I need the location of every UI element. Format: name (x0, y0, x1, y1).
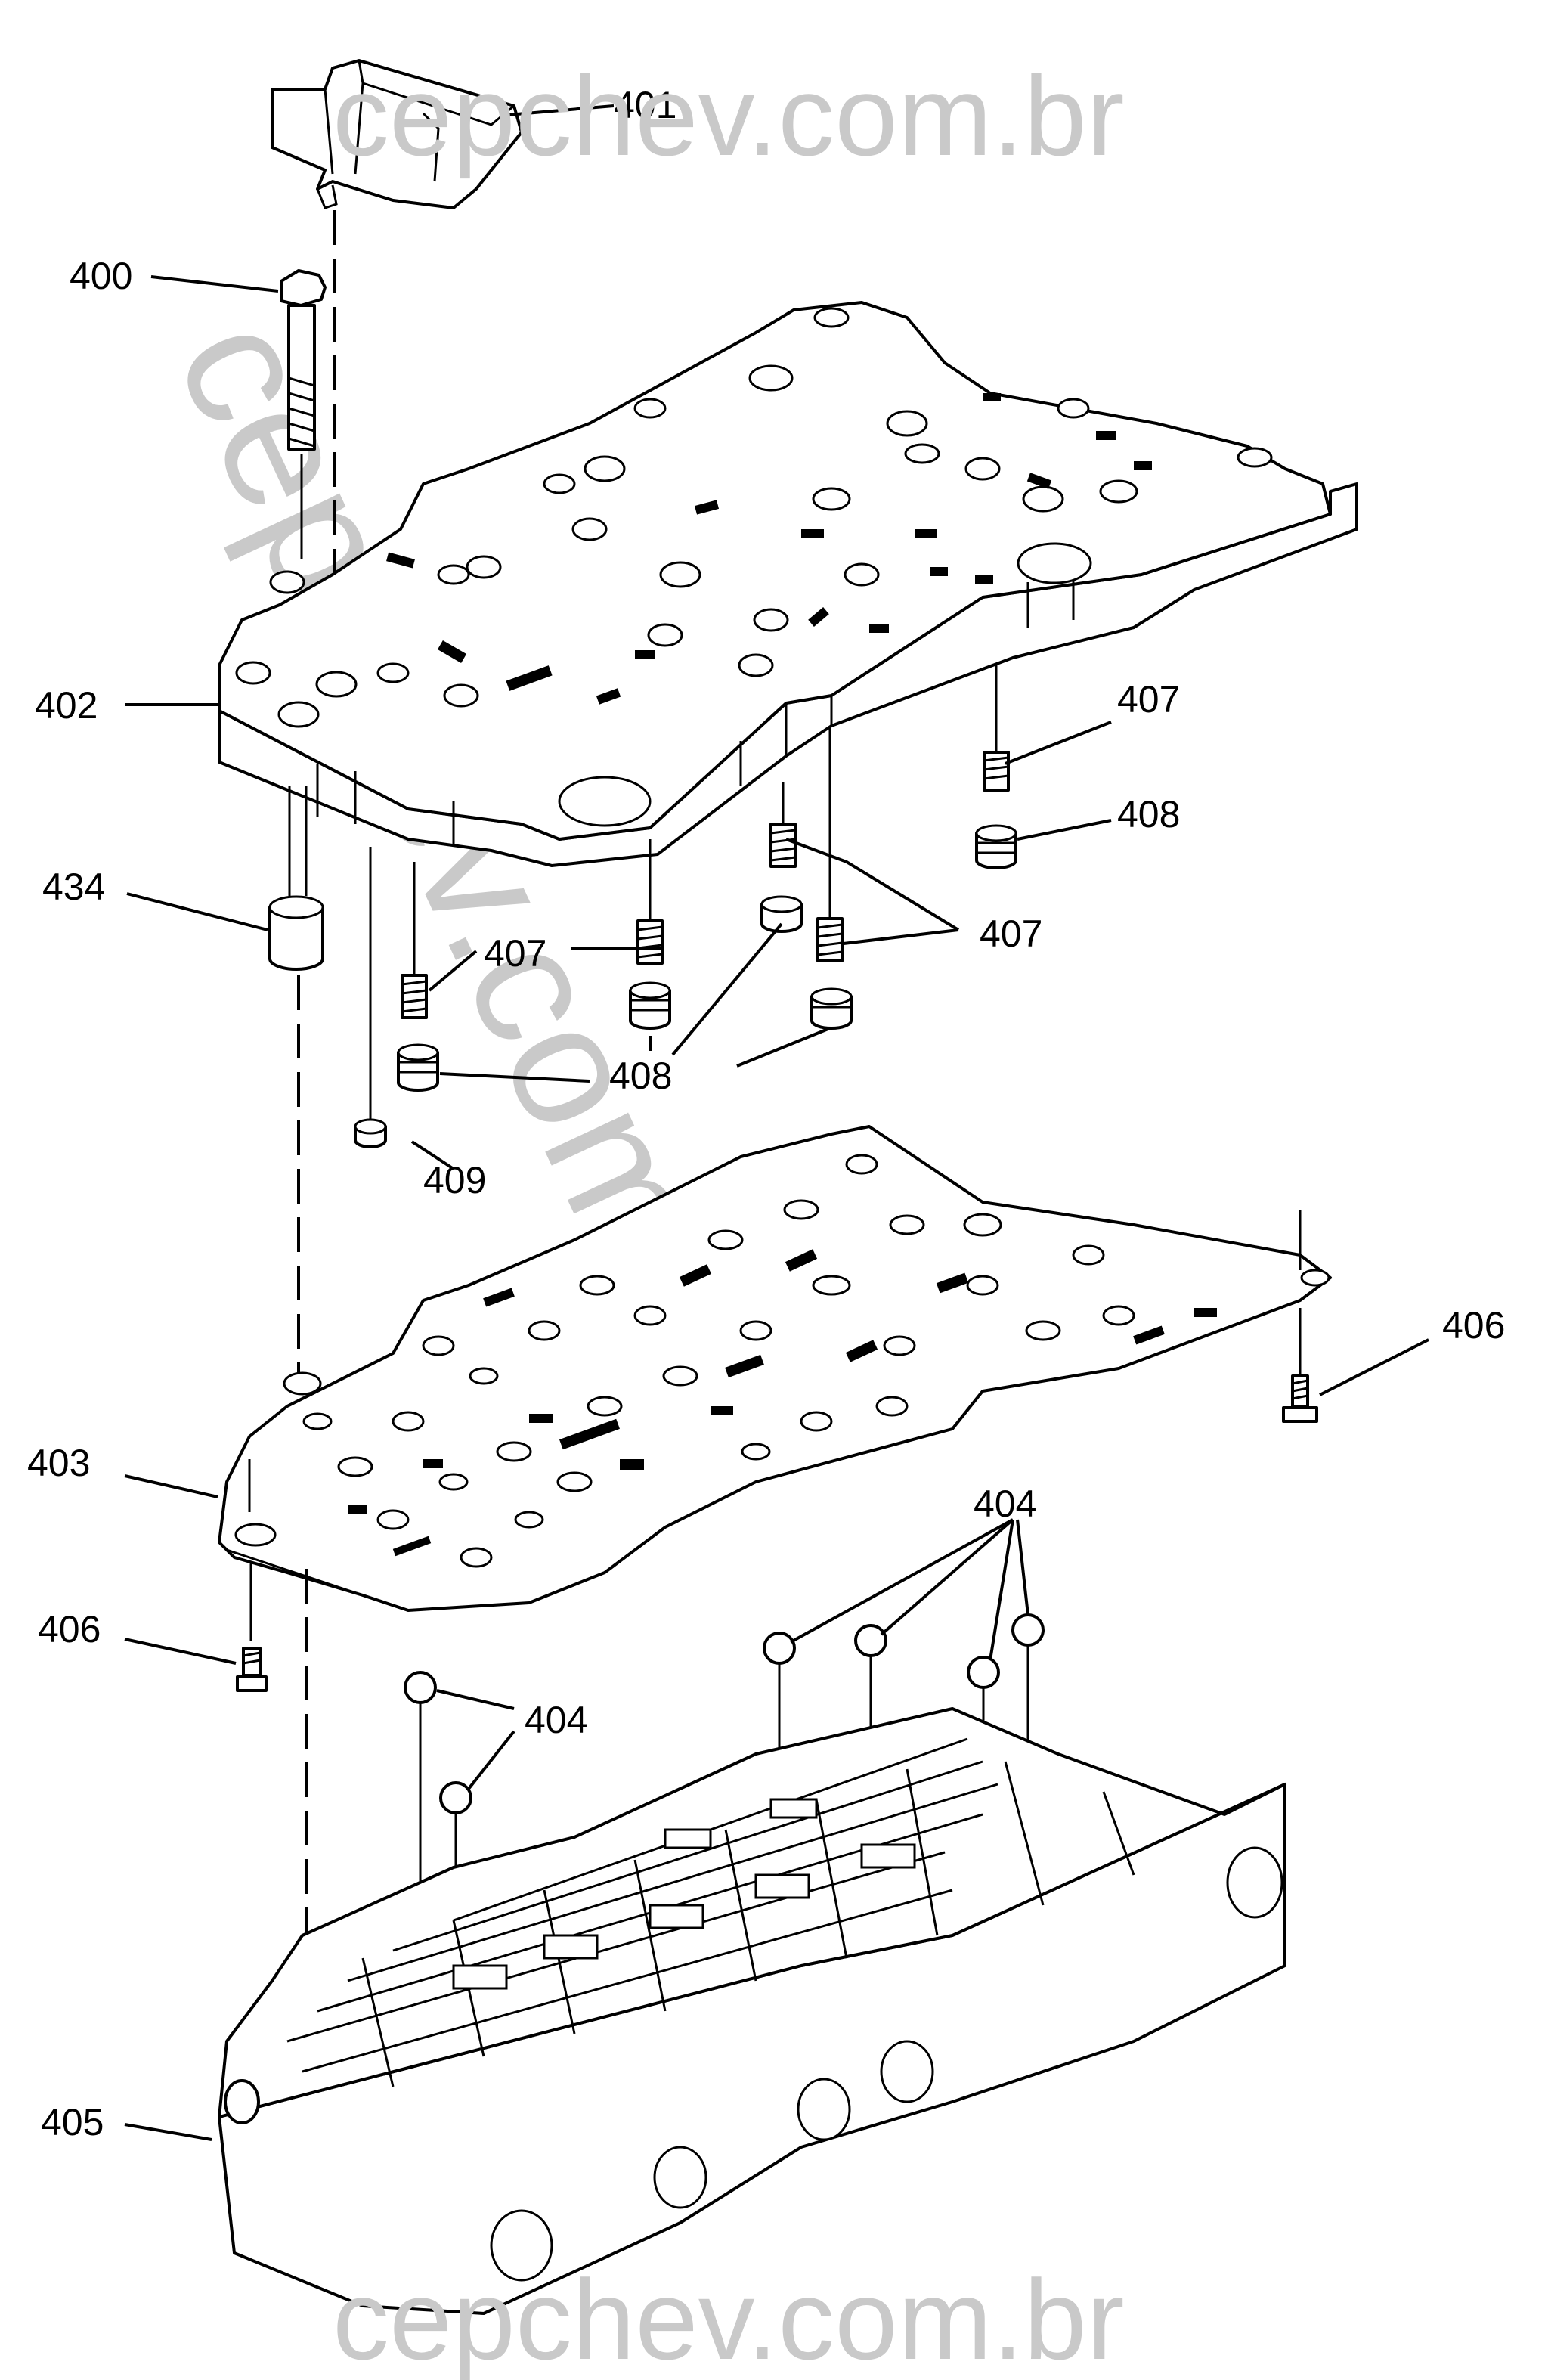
part-407-spring-center (769, 782, 797, 868)
label-407-left: 407 (484, 932, 546, 975)
part-408-plug-far-right (975, 824, 1017, 869)
label-404-left: 404 (525, 1699, 587, 1741)
leader-lines (124, 104, 1429, 2141)
label-408-right: 408 (1117, 793, 1180, 835)
label-405: 405 (41, 2101, 104, 2143)
part-407-spring-mid (636, 839, 664, 965)
part-407-spring-far-right (983, 665, 1010, 792)
label-406-right: 406 (1442, 1304, 1505, 1346)
label-407-right: 407 (1117, 678, 1180, 721)
part-408-plug-right (810, 987, 853, 1030)
label-434: 434 (42, 866, 105, 908)
label-409: 409 (423, 1159, 486, 1201)
label-402: 402 (35, 684, 98, 727)
part-407-spring-left (401, 862, 428, 1019)
callout-labels: 401 400 402 434 407 408 407 407 408 409 … (27, 84, 1505, 2143)
part-408-plug-left (397, 1043, 439, 1092)
part-401-cover-bracket (271, 59, 523, 209)
label-408-center: 408 (609, 1055, 672, 1097)
part-408-plug-mid (629, 981, 671, 1030)
label-404-right: 404 (974, 1483, 1036, 1525)
part-405-valve-body (218, 1707, 1286, 2315)
label-406-left: 406 (38, 1608, 101, 1650)
label-407-center: 407 (980, 913, 1042, 955)
part-408-plug-center (760, 895, 803, 933)
part-434-sleeve (268, 786, 324, 971)
label-400: 400 (70, 255, 132, 297)
part-400-bolt (280, 269, 327, 559)
label-403: 403 (27, 1442, 90, 1484)
part-406-screw-left (236, 1459, 268, 1692)
part-407-spring-right (816, 726, 844, 962)
label-401: 401 (614, 84, 676, 126)
part-409-plug (354, 847, 387, 1148)
watermark-top: cepchev.com.br (333, 52, 1125, 179)
part-403-spacer-plate (218, 1125, 1332, 1612)
watermark-bottom: cepchev.com.br (333, 2256, 1125, 2380)
part-406-screw-right (1282, 1210, 1318, 1423)
part-402-upper-plate (218, 301, 1358, 867)
